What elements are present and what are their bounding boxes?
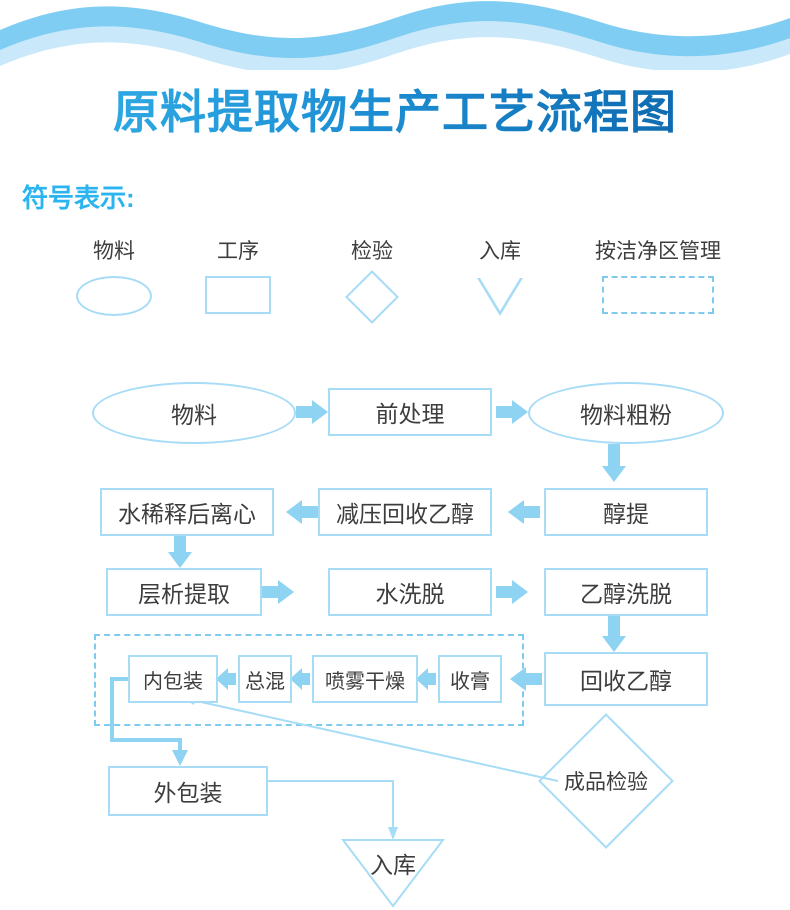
legend-caption: 按洁净区管理 — [595, 240, 721, 263]
node-spray-drying[interactable]: 喷雾干燥 — [312, 655, 418, 703]
node-product-inspection[interactable]: 成品检验 — [538, 713, 674, 849]
page-title: 原料提取物生产工艺流程图 — [0, 84, 790, 140]
node-vacuum-ethanol-recovery[interactable]: 减压回收乙醇 — [318, 488, 492, 536]
dashed-rectangle-icon — [602, 276, 714, 314]
header-wave-decoration — [0, 1, 790, 70]
legend-label: 符号表示: — [22, 183, 135, 213]
edge-dilutecentrifuge-chromatography — [168, 536, 192, 568]
legend-item-warehouse: 入库 — [450, 240, 550, 316]
legend-caption: 入库 — [479, 240, 521, 263]
node-alcohol-extraction[interactable]: 醇提 — [544, 488, 708, 536]
edge-waterelute-ethanolelute — [496, 580, 528, 604]
node-ethanol-elution[interactable]: 乙醇洗脱 — [544, 568, 708, 616]
node-ethanol-recovery[interactable]: 回收乙醇 — [544, 652, 708, 706]
node-inner-packaging[interactable]: 内包装 — [128, 655, 218, 703]
node-label: 入库 — [370, 852, 416, 878]
node-paste-collection[interactable]: 收膏 — [438, 655, 502, 703]
legend-item-process: 工序 — [188, 240, 288, 314]
legend-caption: 工序 — [217, 240, 259, 263]
node-coarse-powder[interactable]: 物料粗粉 — [528, 382, 724, 444]
node-outer-packaging[interactable]: 外包装 — [108, 766, 268, 816]
edge-material-pretreat — [296, 400, 328, 424]
node-water-dilution-centrifuge[interactable]: 水稀释后离心 — [100, 488, 274, 536]
edge-alcoholextract-vacuumrecover — [508, 500, 540, 524]
inverted-triangle-outline — [341, 839, 445, 908]
node-label: 成品检验 — [564, 771, 648, 794]
edge-ethanolelute-recoverethanol — [602, 616, 626, 652]
edge-outerpackage-warehouse — [268, 780, 398, 840]
legend-item-inspection: 检验 — [322, 240, 422, 324]
ellipse-icon — [76, 276, 152, 316]
rectangle-icon — [205, 276, 271, 314]
node-final-mixing[interactable]: 总混 — [238, 655, 292, 703]
edge-chromatography-waterelute — [262, 580, 294, 604]
node-pretreatment[interactable]: 前处理 — [328, 388, 492, 436]
edge-pretreat-coarsepowder — [496, 400, 528, 424]
inverted-triangle-icon — [477, 278, 523, 316]
legend-item-clean-zone: 按洁净区管理 — [560, 240, 756, 314]
wave-band-light — [0, 11, 790, 70]
diamond-icon — [345, 270, 399, 324]
legend-item-material: 物料 — [62, 240, 166, 316]
legend-caption: 物料 — [93, 240, 135, 263]
legend-caption: 检验 — [351, 240, 393, 263]
edge-vacuumrecover-dilutecentrifuge — [286, 500, 318, 524]
node-material[interactable]: 物料 — [92, 382, 296, 444]
node-warehouse[interactable]: 入库 — [341, 838, 445, 908]
node-chromatography-extraction[interactable]: 层析提取 — [106, 568, 262, 616]
wave-band-dark — [0, 1, 790, 59]
edge-coarsepowder-alcoholextract — [602, 444, 626, 482]
node-water-elution[interactable]: 水洗脱 — [328, 568, 492, 616]
